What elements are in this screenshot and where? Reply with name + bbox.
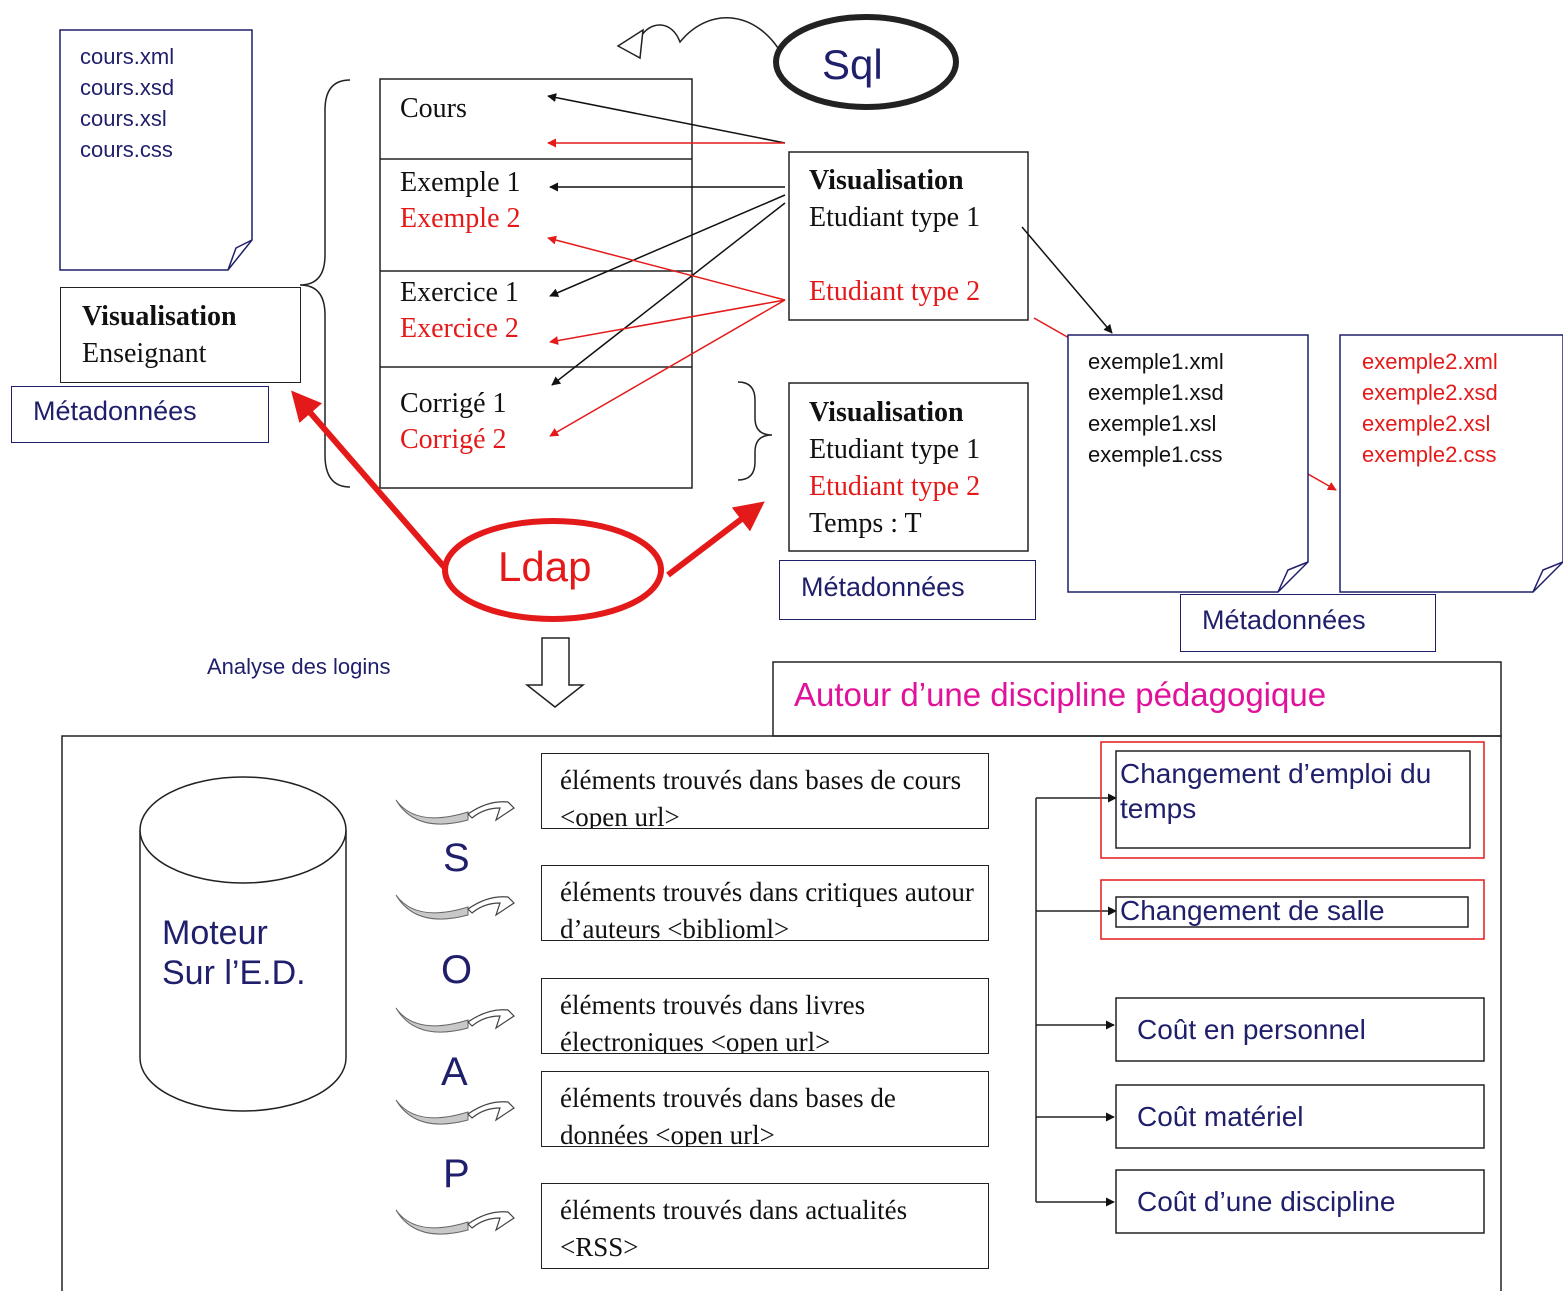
soap-letter-a: A	[441, 1050, 468, 1094]
output-salle-inner	[1115, 896, 1469, 928]
output-materiel-label: Coût matériel	[1137, 1101, 1304, 1132]
soap-arrow-1	[395, 799, 515, 825]
section-corrige-1: Corrigé 1	[400, 388, 507, 419]
example1-file-4: exemple1.css	[1088, 442, 1223, 467]
student-view-type2: Etudiant type 2	[809, 276, 981, 307]
left-brace	[299, 79, 351, 488]
student-view-box	[788, 151, 1029, 321]
search-box-critiques: éléments trouvés dans critiques autour d…	[541, 865, 989, 941]
bottom-panel	[61, 735, 1502, 1291]
teacher-view-title: Visualisation	[82, 301, 237, 332]
left-doc-file-1: cours.xml	[80, 44, 175, 69]
timed-view-title: Visualisation	[809, 397, 964, 428]
example2-file-4: exemple2.css	[1362, 442, 1497, 467]
metadata-box-right	[1180, 594, 1436, 652]
metadata-label-left: Métadonnées	[33, 396, 197, 426]
student-view-title: Visualisation	[809, 165, 964, 196]
section-corrige-2: Corrigé 2	[400, 424, 507, 455]
search-box-cours: éléments trouvés dans bases de cours <op…	[541, 753, 989, 829]
output-salle-label: Changement de salle	[1120, 895, 1385, 926]
search-box-critiques-text: éléments trouvés dans critiques autour d…	[560, 877, 974, 941]
section-exemple-2: Exemple 2	[400, 203, 521, 234]
search-box-donnees: éléments trouvés dans bases de données <…	[541, 1071, 989, 1147]
section-exercice-2: Exercice 2	[400, 313, 519, 344]
soap-arrow-4	[395, 1099, 515, 1125]
example1-file-3: exemple1.xsl	[1088, 411, 1217, 436]
search-box-livres: éléments trouvés dans livres électroniqu…	[541, 978, 989, 1054]
output-salle-outer	[1100, 879, 1485, 940]
example2-file-2: exemple2.xsd	[1362, 380, 1498, 405]
example2-file-3: exemple2.xsl	[1362, 411, 1491, 436]
course-sections-box	[379, 78, 693, 489]
output-discipline-label: Coût d’une discipline	[1137, 1186, 1396, 1217]
left-document-shape	[59, 29, 253, 271]
sql-curved-arrow	[639, 17, 786, 61]
sql-ellipse	[773, 14, 959, 110]
engine-label-line1: Moteur	[162, 914, 268, 952]
soap-letter-s: S	[443, 836, 470, 880]
timed-view-box	[788, 382, 1029, 552]
ldap-label: Ldap	[498, 543, 592, 590]
metadata-label-right: Métadonnées	[1202, 605, 1366, 635]
timed-view-time: Temps : T	[809, 508, 922, 539]
metadata-box-left	[11, 386, 269, 443]
engine-cylinder	[139, 830, 347, 1112]
example2-file-1: exemple2.xml	[1362, 349, 1498, 374]
ldap-ellipse	[442, 518, 664, 622]
login-analysis-label: Analyse des logins	[207, 654, 391, 679]
soap-arrow-3	[395, 1007, 515, 1033]
left-doc-file-2: cours.xsd	[80, 75, 175, 100]
section-exercice-1: Exercice 1	[400, 277, 519, 308]
output-personnel-label: Coût en personnel	[1137, 1014, 1366, 1045]
output-personnel-box	[1115, 997, 1485, 1062]
soap-letter-p: P	[443, 1152, 470, 1196]
sql-label: Sql	[822, 41, 883, 88]
example2-document-shape	[1339, 334, 1563, 593]
discipline-title: Autour d’une discipline pédagogique	[794, 676, 1327, 713]
timed-view-type1: Etudiant type 1	[809, 434, 981, 465]
soap-arrow-5	[395, 1209, 515, 1235]
output-emploi-inner	[1115, 750, 1471, 849]
search-box-livres-text: éléments trouvés dans livres électroniqu…	[560, 990, 866, 1054]
output-emploi-label: Changement d’emploi du temps	[1120, 758, 1432, 824]
metadata-box-middle	[779, 560, 1036, 620]
output-discipline-box	[1115, 1169, 1485, 1234]
timed-view-type2: Etudiant type 2	[809, 471, 981, 502]
search-box-donnees-text: éléments trouvés dans bases de données <…	[560, 1083, 896, 1147]
left-doc-file-4: cours.css	[80, 137, 173, 162]
example1-file-1: exemple1.xml	[1088, 349, 1224, 374]
search-box-actualites-text: éléments trouvés dans actualités <RSS>	[560, 1195, 908, 1262]
down-hollow-arrow	[524, 637, 586, 708]
soap-letter-o: O	[441, 948, 473, 992]
search-box-actualites: éléments trouvés dans actualités <RSS>	[541, 1183, 989, 1269]
right-brace	[737, 381, 773, 481]
section-exemple-1: Exemple 1	[400, 167, 521, 198]
search-box-cours-text: éléments trouvés dans bases de cours <op…	[560, 765, 962, 829]
output-emploi-outer	[1100, 741, 1485, 859]
student-view-type1: Etudiant type 1	[809, 202, 981, 233]
section-cours: Cours	[400, 93, 467, 124]
left-doc-file-3: cours.xsl	[80, 106, 167, 131]
metadata-label-middle: Métadonnées	[801, 572, 965, 602]
engine-label-line2: Sur l’E.D.	[162, 954, 306, 992]
teacher-view-box	[60, 287, 301, 383]
example1-document-shape	[1067, 334, 1309, 593]
soap-arrow-2	[395, 894, 515, 920]
output-materiel-box	[1115, 1084, 1485, 1149]
example1-file-2: exemple1.xsd	[1088, 380, 1224, 405]
teacher-view-subtitle: Enseignant	[82, 338, 207, 369]
